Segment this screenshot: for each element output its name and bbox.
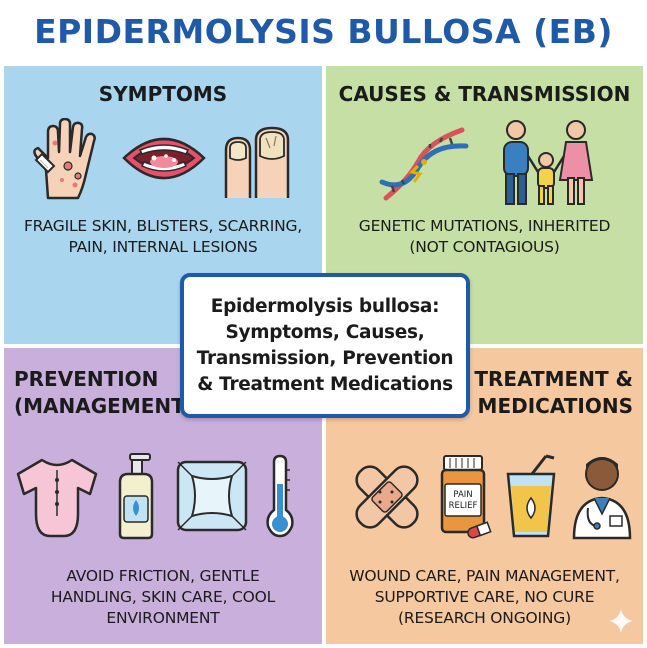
drink-cup-icon [506, 454, 556, 538]
pain-relief-bottle-icon: PAIN RELIEF [440, 455, 492, 539]
symptoms-desc-line: PAIN, INTERNAL LESIONS [68, 238, 258, 256]
bandages-icon [355, 465, 419, 529]
mouth-lesions-icon [122, 137, 206, 180]
family-icon [503, 120, 594, 205]
prevention-heading-line: (MANAGEMENT) [14, 394, 194, 418]
pill-label-line-2: RELIEF [449, 501, 478, 511]
causes-description: GENETIC MUTATIONS, INHERITED (NOT CONTAG… [326, 216, 643, 258]
blistered-hand-icon [33, 118, 96, 200]
symptoms-panel: SYMPTOMS FRAGILE SKIN, BLISTERS, SCARRIN… [4, 66, 322, 344]
center-summary-line: Epidermolysis bullosa: [210, 295, 440, 317]
prevention-desc-line: HANDLING, SKIN CARE, COOL [50, 588, 276, 606]
prevention-heading: PREVENTION (MANAGEMENT) [14, 366, 194, 420]
lotion-bottle-icon [118, 453, 154, 540]
page-title: EPIDERMOLYSIS BULLOSA (EB) [34, 11, 613, 51]
prevention-panel: PREVENTION (MANAGEMENT) AVOID FRICT [4, 348, 322, 644]
prevention-desc-line: ENVIRONMENT [106, 609, 220, 627]
treatment-heading-line: TREATMENT & [474, 367, 633, 391]
causes-heading: CAUSES & TRANSMISSION [338, 82, 631, 106]
treatment-panel: TREATMENT & MEDICATIONS PAIN RELIEF [326, 348, 643, 644]
symptoms-description: FRAGILE SKIN, BLISTERS, SCARRING, PAIN, … [4, 216, 322, 258]
causes-desc-line: (NOT CONTAGIOUS) [409, 238, 560, 256]
thermometer-icon [266, 454, 294, 538]
baby-onesie-icon [16, 458, 98, 538]
prevention-desc-line: AVOID FRICTION, GENTLE [66, 567, 260, 585]
treatment-desc-line: SUPPORTIVE CARE, NO CURE [374, 588, 595, 606]
doctor-icon [572, 457, 632, 540]
center-summary-box: Epidermolysis bullosa: Symptoms, Causes,… [180, 273, 470, 418]
center-summary-line: Transmission, Prevention [196, 347, 454, 369]
symptoms-heading: SYMPTOMS [98, 82, 228, 106]
treatment-heading-line: MEDICATIONS [477, 394, 633, 418]
causes-desc-line: GENETIC MUTATIONS, INHERITED [358, 217, 611, 235]
center-summary-line: & Treatment Medications [197, 373, 453, 395]
center-summary-line: Symptoms, Causes, [225, 321, 425, 343]
sparkle-icon [609, 609, 633, 633]
treatment-heading: TREATMENT & MEDICATIONS [474, 366, 633, 420]
prevention-heading-line: PREVENTION [14, 367, 159, 391]
treatment-description: WOUND CARE, PAIN MANAGEMENT, SUPPORTIVE … [326, 566, 643, 629]
prevention-description: AVOID FRICTION, GENTLE HANDLING, SKIN CA… [4, 566, 322, 629]
pill-label-line-1: PAIN [453, 490, 472, 500]
damaged-nails-icon [224, 126, 290, 198]
symptoms-desc-line: FRAGILE SKIN, BLISTERS, SCARRING, [23, 217, 303, 235]
treatment-desc-line: WOUND CARE, PAIN MANAGEMENT, [349, 567, 620, 585]
treatment-desc-line: (RESEARCH ONGOING) [398, 609, 571, 627]
dna-mutation-icon [379, 127, 469, 201]
soft-pad-icon [176, 460, 248, 532]
